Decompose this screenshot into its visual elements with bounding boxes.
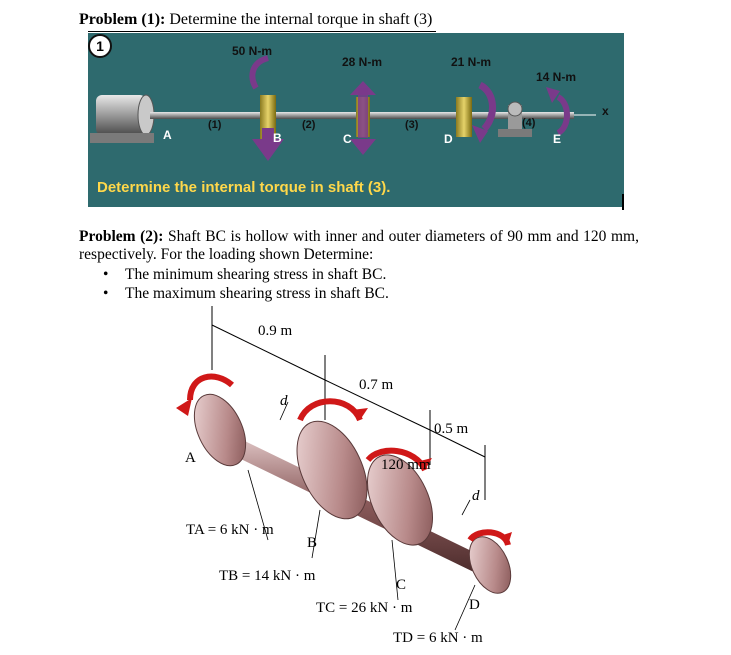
disk-d [468,536,512,594]
problem1-figure-title: Determine the internal torque in shaft (… [97,179,391,196]
point-d: D [444,132,453,146]
torque-tc-label: TC = 26 kN · m [316,600,413,616]
bullet-text: The minimum shearing stress in shaft BC. [125,266,387,283]
point-c-label: C [396,577,407,593]
problem1-figure-panel [88,33,624,207]
point-c: C [343,132,352,146]
problem2-statement: Problem (2): Shaft BC is hollow with inn… [79,228,639,264]
bullet-item: • The minimum shearing stress in shaft B… [103,265,389,284]
shaft-3-label: (3) [405,119,419,131]
shaft-assembly-illustration [90,55,596,161]
leader-lines [247,401,476,631]
point-b: B [273,131,282,145]
dimension-lines [211,306,486,500]
point-a: A [163,128,172,142]
d-label-1: d [280,393,288,409]
axis-x-label: x [602,104,609,118]
gear-d [456,81,496,143]
problem1-badge: 1 [88,34,112,58]
motor [90,94,155,143]
point-e: E [553,132,562,146]
torque-label-b: 50 N-m [232,44,273,58]
problem2-text: Shaft BC is hollow with inner and outer … [79,228,639,263]
shaft-4-label: (4) [522,117,536,129]
point-a-label: A [185,450,196,466]
bullet-icon: • [103,285,109,302]
bullet-icon: • [103,266,109,283]
dim-cd-label: 0.5 m [434,421,469,437]
point-d-label: D [469,597,480,613]
gear-c [350,81,376,155]
d-label-2: d [472,488,480,504]
bullet-text: The maximum shearing stress in shaft BC. [125,285,389,302]
disk-b [296,420,368,520]
problem1-heading: Problem (1): Determine the internal torq… [79,10,432,30]
point-b-label: B [307,535,318,551]
dim-ab-label: 0.9 m [258,323,293,339]
shaft-1-label: (1) [208,119,222,131]
diameter-label: 120 mm [381,457,431,473]
dim-bc-label: 0.7 m [359,377,394,393]
gear-b [249,55,284,161]
torque-label-d: 21 N-m [451,55,492,69]
shaft-2-label: (2) [302,119,316,131]
torque-label-c: 28 N-m [342,55,383,69]
bearing-4 [498,101,532,137]
problem2-label: Problem (2): [79,228,164,245]
heading-underline [88,31,436,32]
torque-td-label: TD = 6 kN · m [393,630,483,646]
bullet-item: • The maximum shearing stress in shaft B… [103,284,389,303]
torque-arrowheads [176,398,512,545]
torque-tb-label: TB = 14 kN · m [219,568,316,584]
problem2-bullet-list: • The minimum shearing stress in shaft B… [103,265,389,303]
torque-ta-label: TA = 6 kN · m [186,522,274,538]
disk-c [367,454,433,546]
panel-right-edge [622,194,624,210]
disk-a [193,393,247,467]
torque-arrow-e [546,87,570,136]
problem1-label: Problem (1): [79,11,166,28]
torque-label-e: 14 N-m [536,70,577,84]
problem1-text: Determine the internal torque in shaft (… [169,11,433,28]
